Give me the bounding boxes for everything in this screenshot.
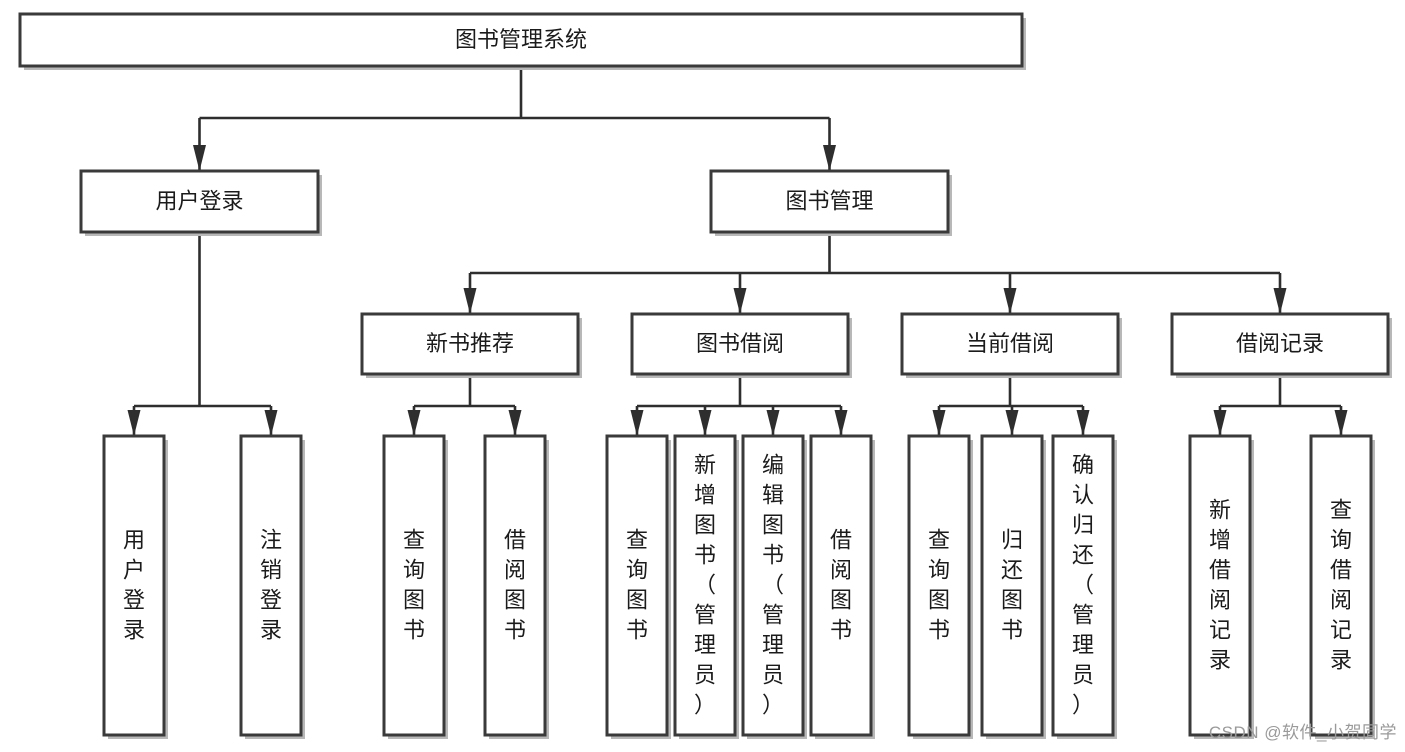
arrowhead-icon [1273, 288, 1287, 314]
node-leaf-borrow-3[interactable]: 编辑图书（管理员） [741, 434, 807, 739]
arrowhead-icon [1213, 410, 1227, 436]
arrowhead-icon [127, 410, 141, 436]
node-records[interactable]: 借阅记录 [1170, 312, 1392, 378]
arrowhead-icon [407, 410, 421, 436]
arrowhead-icon [698, 410, 712, 436]
node-box[interactable] [382, 434, 446, 737]
node-label: 新书推荐 [426, 331, 514, 356]
node-box[interactable] [102, 434, 166, 737]
node-box[interactable] [1051, 434, 1115, 737]
arrowhead-icon [766, 410, 780, 436]
node-label: 查询图书 [403, 528, 425, 643]
node-label: 图书管理系统 [455, 27, 587, 52]
node-root[interactable]: 图书管理系统 [18, 12, 1026, 70]
node-label: 归还图书 [1001, 528, 1023, 643]
node-label: 确认归还（管理员） [1072, 453, 1094, 718]
node-box[interactable] [605, 434, 669, 737]
node-box[interactable] [483, 434, 547, 737]
arrowhead-icon [823, 145, 836, 171]
node-box[interactable] [900, 312, 1120, 376]
node-leaf-records-2[interactable]: 查询借阅记录 [1309, 434, 1375, 739]
node-leaf-current-3[interactable]: 确认归还（管理员） [1051, 434, 1117, 739]
node-box[interactable] [1188, 434, 1252, 737]
node-label: 查询借阅记录 [1330, 498, 1352, 673]
node-label: 查询图书 [626, 528, 648, 643]
node-box[interactable] [239, 434, 303, 737]
arrowhead-icon [1003, 288, 1017, 314]
node-leaf-borrow-4[interactable]: 借阅图书 [809, 434, 875, 739]
node-box[interactable] [809, 434, 873, 737]
node-box[interactable] [673, 434, 737, 737]
node-label: 新增图书（管理员） [694, 453, 716, 718]
node-leaf-newbook-2[interactable]: 借阅图书 [483, 434, 549, 739]
node-label: 注销登录 [260, 528, 282, 643]
node-label: 图书借阅 [696, 331, 784, 356]
arrowhead-icon [1076, 410, 1090, 436]
node-box[interactable] [1309, 434, 1373, 737]
node-box[interactable] [18, 12, 1024, 68]
node-layer: 图书管理系统用户登录图书管理新书推荐图书借阅当前借阅借阅记录用户登录注销登录查询… [18, 12, 1392, 739]
node-leaf-login-2[interactable]: 注销登录 [239, 434, 305, 739]
arrowhead-icon [932, 410, 946, 436]
arrowhead-icon [630, 410, 644, 436]
node-box[interactable] [1170, 312, 1390, 376]
node-leaf-borrow-2[interactable]: 新增图书（管理员） [673, 434, 739, 739]
node-leaf-current-2[interactable]: 归还图书 [980, 434, 1046, 739]
arrowhead-icon [1334, 410, 1348, 436]
node-leaf-login-1[interactable]: 用户登录 [102, 434, 168, 739]
node-box[interactable] [907, 434, 971, 737]
arrowhead-icon [193, 145, 206, 171]
node-box[interactable] [741, 434, 805, 737]
arrowhead-icon [508, 410, 522, 436]
arrowhead-icon [733, 288, 747, 314]
node-leaf-borrow-1[interactable]: 查询图书 [605, 434, 671, 739]
node-label: 用户登录 [123, 528, 145, 643]
node-bookmgmt[interactable]: 图书管理 [709, 169, 952, 236]
node-label: 编辑图书（管理员） [762, 453, 784, 718]
arrowhead-icon [463, 288, 477, 314]
node-label: 查询图书 [928, 528, 950, 643]
node-label: 当前借阅 [966, 331, 1054, 356]
node-label: 用户登录 [155, 188, 243, 213]
node-label: 借阅记录 [1236, 331, 1324, 356]
arrowhead-icon [834, 410, 848, 436]
node-leaf-newbook-1[interactable]: 查询图书 [382, 434, 448, 739]
node-current[interactable]: 当前借阅 [900, 312, 1122, 378]
node-label: 借阅图书 [504, 528, 526, 643]
node-label: 图书管理 [785, 188, 873, 213]
node-box[interactable] [980, 434, 1044, 737]
node-box[interactable] [79, 169, 320, 234]
node-box[interactable] [360, 312, 580, 376]
node-leaf-current-1[interactable]: 查询图书 [907, 434, 973, 739]
node-leaf-records-1[interactable]: 新增借阅记录 [1188, 434, 1254, 739]
node-label: 借阅图书 [830, 528, 852, 643]
arrowhead-icon [1005, 410, 1019, 436]
connector-layer [127, 66, 1348, 436]
node-newbook[interactable]: 新书推荐 [360, 312, 582, 378]
node-box[interactable] [630, 312, 850, 376]
node-login[interactable]: 用户登录 [79, 169, 322, 236]
node-borrow[interactable]: 图书借阅 [630, 312, 852, 378]
node-label: 新增借阅记录 [1209, 498, 1231, 673]
arrowhead-icon [264, 410, 278, 436]
node-box[interactable] [709, 169, 950, 234]
